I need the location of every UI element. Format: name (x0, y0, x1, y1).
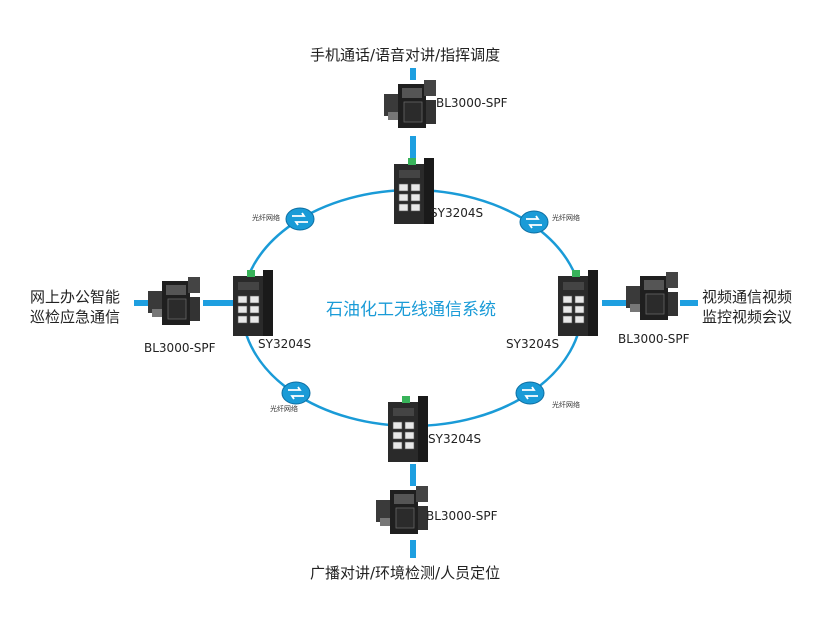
switch-device-right (557, 269, 599, 337)
radio-device-bottom (375, 485, 429, 535)
fiber-icon-bottom-left (281, 381, 311, 405)
radio-device-top (383, 79, 437, 129)
app-label-right-1: 视频通信视频 (702, 288, 793, 306)
app-label-top: 手机通话/语音对讲/指挥调度 (310, 46, 501, 64)
switch-label-top: SY3204S (430, 206, 484, 220)
switch-label-left: SY3204S (258, 337, 312, 351)
fiber-icon-top-left (285, 207, 315, 231)
app-label-bottom: 广播对讲/环境检测/人员定位 (310, 564, 501, 582)
fiber-icon-top-right (519, 210, 549, 234)
radio-label-right: BL3000-SPF (618, 332, 690, 346)
fiber-label-top-right: 光纤网络 (552, 214, 580, 222)
switch-device-bottom (387, 395, 429, 463)
fiber-icon-bottom-right (515, 381, 545, 405)
access-links (134, 68, 698, 558)
app-label-right-2: 监控视频会议 (702, 308, 793, 326)
system-title: 石油化工无线通信系统 (326, 300, 496, 320)
app-label-left-1: 网上办公智能 (30, 288, 121, 306)
radio-label-top: BL3000-SPF (436, 96, 508, 110)
fiber-label-top-left: 光纤网络 (252, 214, 280, 222)
switch-label-bottom: SY3204S (428, 432, 482, 446)
radio-device-right (625, 271, 679, 321)
radio-device-left (147, 276, 201, 326)
switch-device-left (232, 269, 274, 337)
switch-label-right: SY3204S (506, 337, 560, 351)
app-label-left-2: 巡检应急通信 (30, 308, 121, 326)
radio-label-bottom: BL3000-SPF (426, 509, 498, 523)
switch-device-top (393, 157, 435, 225)
fiber-label-bottom-left: 光纤网络 (270, 405, 298, 413)
radio-label-left: BL3000-SPF (144, 341, 216, 355)
fiber-label-bottom-right: 光纤网络 (552, 401, 580, 409)
